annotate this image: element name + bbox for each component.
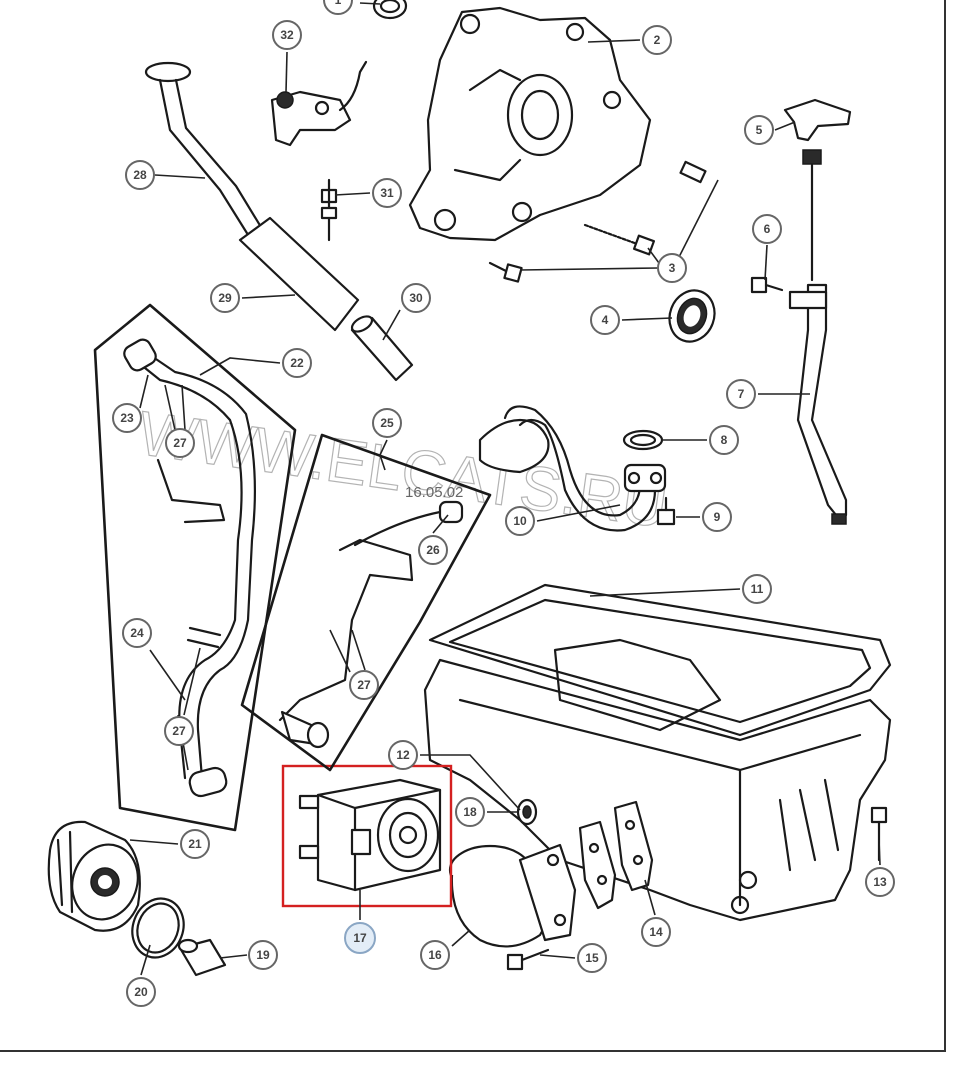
callout-25: 25 (372, 408, 402, 438)
part-oil-pickup (478, 405, 667, 532)
callout-27a: 27 (165, 428, 195, 458)
callout-12: 12 (388, 740, 418, 770)
drawing-code: 16.05.02 (405, 484, 463, 501)
callout-14: 14 (641, 917, 671, 947)
svg-text:27: 27 (173, 436, 187, 450)
callout-4: 4 (590, 305, 620, 335)
part-filter-adapter (448, 843, 577, 948)
callout-19: 19 (248, 940, 278, 970)
svg-text:12: 12 (396, 748, 410, 762)
callout-18: 18 (455, 797, 485, 827)
part-bolt-6 (750, 276, 784, 294)
part-bracket-32 (270, 60, 368, 147)
part-oil-filter (47, 820, 141, 932)
callout-30: 30 (401, 283, 431, 313)
callout-2: 2 (642, 25, 672, 55)
svg-text:5: 5 (756, 123, 763, 137)
callout-32: 32 (272, 20, 302, 50)
callout-10: 10 (505, 506, 535, 536)
svg-text:20: 20 (134, 985, 148, 999)
svg-text:17: 17 (353, 931, 367, 945)
callout-7: 7 (726, 379, 756, 409)
callout-31: 31 (372, 178, 402, 208)
part-oil-pan (423, 583, 892, 922)
part-seal-4 (668, 289, 716, 343)
callout-5: 5 (744, 115, 774, 145)
svg-text:2: 2 (654, 33, 661, 47)
part-washer-18 (516, 798, 538, 826)
svg-text:7: 7 (738, 387, 745, 401)
svg-text:11: 11 (751, 582, 764, 596)
svg-text:16: 16 (428, 948, 442, 962)
diagram-frame (0, 0, 946, 1052)
svg-text:4: 4 (602, 313, 609, 327)
callout-15: 15 (577, 943, 607, 973)
callout-13: 13 (865, 867, 895, 897)
part-gaskets-14 (578, 800, 654, 910)
callout-20: 20 (126, 977, 156, 1007)
part-o-ring-8 (622, 429, 664, 451)
svg-text:8: 8 (721, 433, 728, 447)
part-dipstick-handle (783, 98, 852, 282)
svg-text:32: 32 (280, 28, 294, 42)
part-sleeve-30 (350, 315, 414, 382)
callout-3: 3 (657, 253, 687, 283)
callout-22: 22 (282, 348, 312, 378)
part-dipstick-tube (788, 283, 848, 525)
svg-text:18: 18 (463, 805, 477, 819)
svg-text:14: 14 (649, 925, 663, 939)
svg-text:30: 30 (409, 291, 423, 305)
part-sleeve-19 (177, 938, 227, 977)
callout-9: 9 (702, 502, 732, 532)
part-bolt-9 (656, 496, 676, 526)
svg-text:6: 6 (764, 222, 771, 236)
callout-28: 28 (125, 160, 155, 190)
part-hose-assembly-22 (123, 338, 256, 798)
svg-text:27: 27 (172, 724, 186, 738)
part-bolt-15 (506, 948, 550, 971)
callout-8: 8 (709, 425, 739, 455)
svg-text:9: 9 (714, 510, 721, 524)
callout-29: 29 (210, 283, 240, 313)
part-hose-assembly-25 (278, 500, 464, 749)
callout-26: 26 (418, 535, 448, 565)
svg-text:26: 26 (426, 543, 440, 557)
group-outline-22 (93, 303, 297, 832)
svg-text:25: 25 (380, 416, 394, 430)
svg-text:22: 22 (290, 356, 304, 370)
part-oil-cooler (298, 778, 442, 892)
callout-1: 1 (323, 0, 353, 15)
part-oil-pump (408, 6, 652, 242)
svg-text:27: 27 (357, 678, 371, 692)
highlight-frame-part-17 (281, 764, 453, 908)
svg-text:29: 29 (218, 291, 232, 305)
svg-text:3: 3 (669, 261, 676, 275)
svg-text:24: 24 (130, 626, 144, 640)
svg-text:21: 21 (188, 837, 202, 851)
svg-text:1: 1 (335, 0, 342, 7)
svg-text:28: 28 (133, 168, 147, 182)
callout-16: 16 (420, 940, 450, 970)
part-o-ring-20 (131, 897, 185, 959)
callout-27b: 27 (164, 716, 194, 746)
group-outline-25 (240, 433, 492, 772)
leader-lines (129, 2, 881, 976)
svg-text:15: 15 (585, 951, 599, 965)
svg-text:13: 13 (873, 875, 887, 889)
svg-text:19: 19 (256, 948, 270, 962)
callout-21: 21 (180, 829, 210, 859)
callout-11: 11 (742, 574, 772, 604)
callout-24: 24 (122, 618, 152, 648)
callout-23: 23 (112, 403, 142, 433)
callout-17-highlighted[interactable]: 17 (344, 922, 376, 954)
svg-text:10: 10 (513, 514, 527, 528)
part-seal-top (372, 0, 408, 20)
svg-text:31: 31 (380, 186, 394, 200)
callout-27c: 27 (349, 670, 379, 700)
part-stud-31 (320, 178, 338, 242)
callout-6: 6 (752, 214, 782, 244)
svg-text:23: 23 (120, 411, 134, 425)
part-breather-tube (144, 61, 360, 332)
